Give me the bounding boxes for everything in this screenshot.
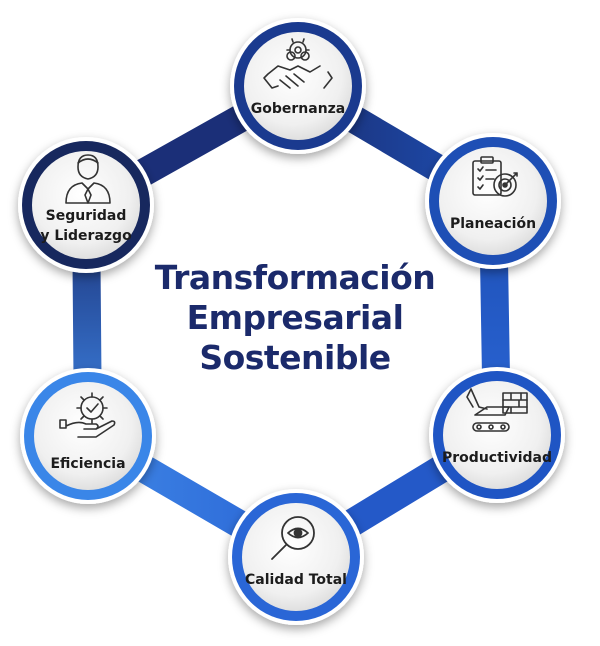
node-calidad-total: Calidad Total [228, 489, 364, 625]
node-label-gobernanza: Gobernanza [251, 101, 346, 117]
diagram-title: Transformación Empresarial Sostenible [130, 258, 460, 378]
title-line-2: Empresarial [186, 298, 404, 337]
title-line-1: Transformación [154, 258, 436, 297]
node-eficiencia: Eficiencia [20, 368, 156, 504]
node-planeacion: Planeación [425, 133, 561, 269]
businessman-icon [65, 154, 111, 204]
excavator-bricks-icon [466, 388, 528, 432]
node-label-planeacion: Planeación [450, 216, 536, 232]
handshake-gear-icon [263, 38, 333, 89]
node-gobernanza: Gobernanza [230, 18, 366, 154]
node-label-seguridad-line1: Seguridad [46, 208, 127, 224]
node-label-eficiencia: Eficiencia [50, 456, 125, 472]
node-label-productividad: Productividad [442, 450, 552, 466]
node-label-seguridad-line2: y Liderazgo [40, 228, 132, 244]
node-label-calidad-total: Calidad Total [245, 572, 347, 588]
hand-gear-check-icon [59, 392, 116, 438]
magnifier-eye-icon [271, 516, 315, 560]
clipboard-target-icon [472, 156, 518, 197]
node-seguridad-liderazgo: Seguridad y Liderazgo [18, 137, 154, 273]
node-productividad: Productividad [429, 367, 565, 503]
title-line-3: Sostenible [199, 338, 391, 377]
